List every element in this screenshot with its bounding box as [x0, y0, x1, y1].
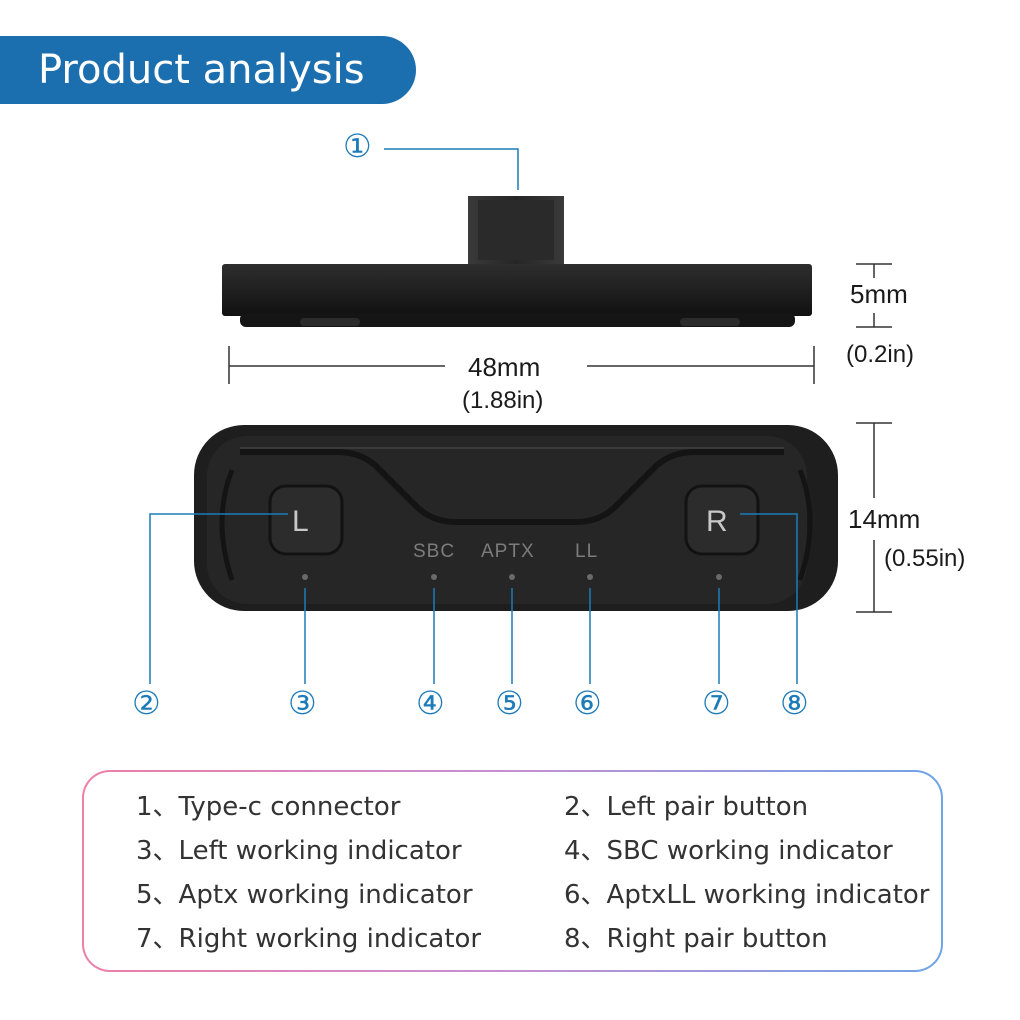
legend-item-5: 5、Aptx working indicator — [136, 880, 473, 910]
width-mm: 48mm — [468, 352, 540, 382]
leader-lines — [149, 513, 798, 684]
callout-4: ④ — [416, 685, 445, 721]
width-dimension — [228, 346, 815, 384]
height-dimension — [856, 422, 892, 613]
led-label-ll: LL — [575, 541, 598, 562]
height-mm: 14mm — [848, 504, 920, 534]
right-working-indicator — [716, 574, 722, 580]
legend-item-6: 6、AptxLL working indicator — [564, 880, 930, 910]
led-label-aptx: APTX — [481, 541, 535, 562]
width-in: (1.88in) — [462, 387, 543, 414]
top-view: L R SBC APTX LL — [194, 425, 838, 611]
side-view — [222, 196, 812, 327]
legend-item-3: 3、Left working indicator — [136, 836, 462, 866]
legend-item-7: 7、Right working indicator — [136, 924, 482, 954]
sbc-working-indicator — [431, 574, 437, 580]
led-label-sbc: SBC — [413, 541, 455, 562]
callout-7: ⑦ — [702, 685, 731, 721]
height-in: (0.55in) — [884, 545, 965, 572]
callout-3: ③ — [288, 685, 317, 721]
legend-item-2: 2、Left pair button — [564, 792, 809, 822]
callout-6: ⑥ — [573, 685, 602, 721]
right-pair-button[interactable] — [684, 484, 760, 556]
callout-1: ① — [343, 128, 372, 164]
left-button-label: L — [292, 505, 309, 538]
aptx-working-indicator — [509, 574, 515, 580]
left-pair-button[interactable] — [268, 484, 344, 556]
callout-8: ⑧ — [780, 685, 809, 721]
callout-2: ② — [132, 685, 161, 721]
banner-title: Product analysis — [38, 47, 365, 93]
left-working-indicator — [302, 574, 308, 580]
legend-item-4: 4、SBC working indicator — [564, 836, 893, 866]
legend-item-8: 8、Right pair button — [564, 924, 828, 954]
legend-item-1: 1、Type-c connector — [136, 792, 401, 822]
legend-box: 1、Type-c connector 2、Left pair button 3、… — [82, 770, 943, 972]
title-banner: Product analysis — [0, 36, 416, 104]
thickness-mm: 5mm — [850, 279, 908, 309]
aptxll-working-indicator — [587, 574, 593, 580]
side-body — [222, 264, 812, 316]
right-button-label: R — [706, 505, 728, 538]
callout-5: ⑤ — [495, 685, 524, 721]
thickness-in: (0.2in) — [846, 341, 914, 368]
thickness-dimension — [856, 263, 892, 328]
